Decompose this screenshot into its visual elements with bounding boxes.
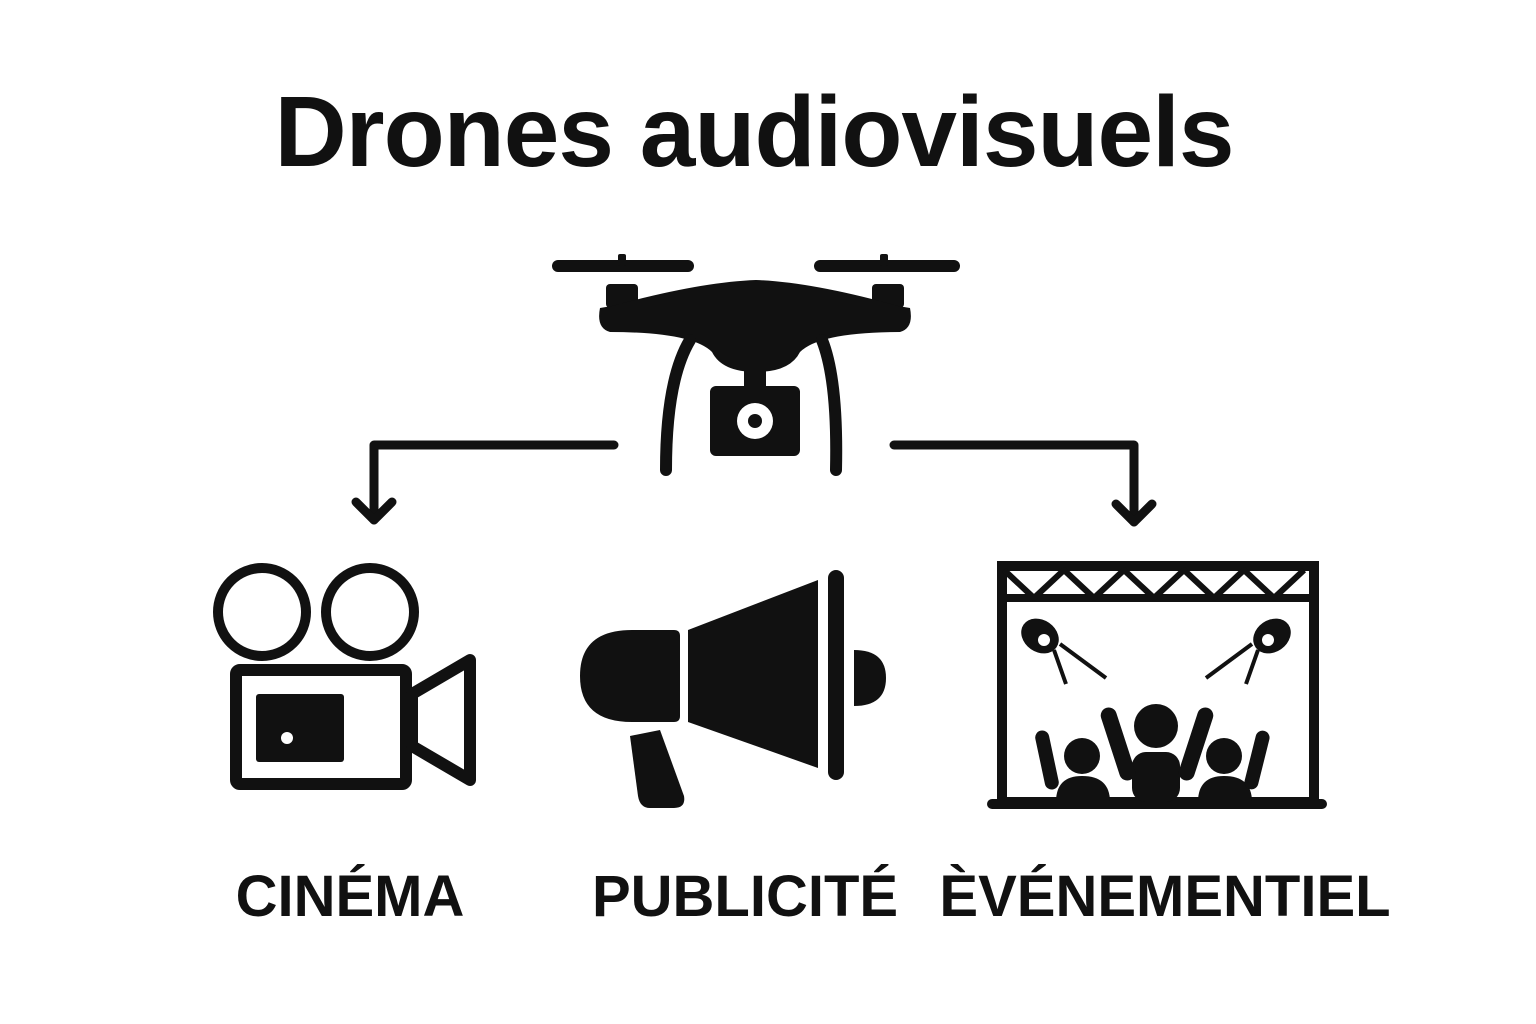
label-evenementiel: ÈVÉNEMENTIEL <box>939 864 1391 929</box>
arrow-left <box>351 440 619 525</box>
megaphone-icon <box>580 570 886 808</box>
diagram-title: Drones audiovisuels <box>274 76 1234 188</box>
drone-camera-icon <box>552 254 960 476</box>
label-cinema: CINÉMA <box>235 864 465 929</box>
label-publicite: PUBLICITÉ <box>591 864 899 929</box>
arrow-right <box>889 440 1157 527</box>
movie-camera-icon <box>213 563 476 790</box>
concert-stage-icon <box>987 561 1327 809</box>
